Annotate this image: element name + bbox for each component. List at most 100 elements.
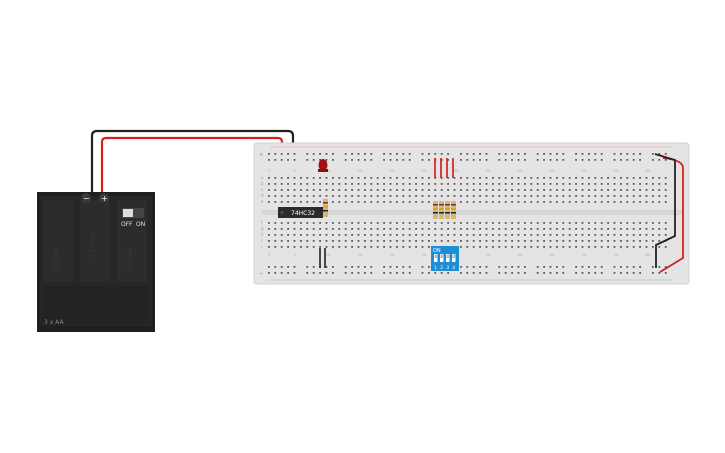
breadboard-hole[interactable] — [581, 189, 584, 191]
breadboard-hole[interactable] — [319, 183, 321, 185]
rail-hole[interactable] — [594, 266, 597, 268]
rail-hole[interactable] — [364, 272, 366, 274]
breadboard-hole[interactable] — [428, 246, 430, 248]
breadboard-hole[interactable] — [626, 189, 629, 191]
breadboard-hole[interactable] — [658, 222, 661, 224]
breadboard-hole[interactable] — [658, 183, 661, 185]
rail-hole[interactable] — [389, 159, 392, 161]
led[interactable] — [318, 159, 328, 172]
breadboard-hole[interactable] — [485, 246, 488, 248]
breadboard-hole[interactable] — [447, 228, 449, 230]
breadboard-hole[interactable] — [600, 246, 603, 248]
rail-hole[interactable] — [396, 159, 398, 161]
breadboard-hole[interactable] — [472, 246, 475, 248]
breadboard-hole[interactable] — [300, 183, 302, 185]
rail-hole[interactable] — [498, 153, 501, 155]
breadboard-hole[interactable] — [280, 177, 283, 179]
rail-hole[interactable] — [472, 266, 475, 268]
resistor[interactable] — [451, 201, 456, 219]
battery-power-switch[interactable] — [122, 208, 144, 218]
breadboard-hole[interactable] — [338, 234, 341, 236]
breadboard-hole[interactable] — [652, 228, 654, 230]
rail-hole[interactable] — [440, 272, 443, 274]
breadboard-hole[interactable] — [536, 201, 539, 203]
breadboard-hole[interactable] — [620, 234, 622, 236]
rail-hole[interactable] — [479, 153, 481, 155]
breadboard-hole[interactable] — [613, 177, 616, 179]
breadboard-hole[interactable] — [504, 201, 507, 203]
breadboard-hole[interactable] — [504, 240, 507, 242]
rail-hole[interactable] — [396, 153, 398, 155]
breadboard-hole[interactable] — [415, 228, 417, 230]
breadboard-hole[interactable] — [428, 240, 430, 242]
breadboard-hole[interactable] — [504, 228, 507, 230]
breadboard-hole[interactable] — [652, 183, 654, 185]
rail-hole[interactable] — [594, 159, 597, 161]
breadboard-hole[interactable] — [498, 246, 501, 248]
breadboard-hole[interactable] — [620, 195, 622, 197]
breadboard-hole[interactable] — [351, 246, 353, 248]
breadboard-hole[interactable] — [370, 222, 373, 224]
breadboard-hole[interactable] — [434, 234, 437, 236]
breadboard-hole[interactable] — [639, 201, 641, 203]
rail-hole[interactable] — [293, 272, 296, 274]
rail-hole[interactable] — [351, 266, 353, 268]
breadboard-hole[interactable] — [556, 195, 558, 197]
breadboard-hole[interactable] — [639, 195, 641, 197]
breadboard-hole[interactable] — [428, 222, 430, 224]
breadboard-hole[interactable] — [376, 201, 379, 203]
breadboard-hole[interactable] — [511, 234, 513, 236]
breadboard-hole[interactable] — [364, 201, 366, 203]
breadboard-hole[interactable] — [652, 177, 654, 179]
rail-hole[interactable] — [312, 266, 315, 268]
breadboard-hole[interactable] — [568, 222, 571, 224]
breadboard-hole[interactable] — [549, 177, 552, 179]
rail-hole[interactable] — [620, 153, 622, 155]
breadboard-hole[interactable] — [396, 195, 398, 197]
breadboard-hole[interactable] — [472, 222, 475, 224]
breadboard-hole[interactable] — [396, 222, 398, 224]
breadboard-hole[interactable] — [268, 183, 270, 185]
breadboard-hole[interactable] — [428, 195, 430, 197]
breadboard-hole[interactable] — [575, 222, 577, 224]
breadboard-hole[interactable] — [639, 189, 641, 191]
rail-hole[interactable] — [332, 153, 334, 155]
breadboard-hole[interactable] — [498, 177, 501, 179]
breadboard-hole[interactable] — [652, 234, 654, 236]
rail-hole[interactable] — [312, 272, 315, 274]
resistor[interactable] — [439, 201, 444, 219]
breadboard-hole[interactable] — [332, 240, 334, 242]
breadboard-hole[interactable] — [421, 222, 424, 224]
breadboard-hole[interactable] — [626, 183, 629, 185]
breadboard-hole[interactable] — [588, 222, 590, 224]
breadboard-hole[interactable] — [664, 234, 667, 236]
breadboard-hole[interactable] — [370, 240, 373, 242]
rail-hole[interactable] — [652, 266, 654, 268]
rail-hole[interactable] — [517, 272, 520, 274]
breadboard-hole[interactable] — [600, 240, 603, 242]
breadboard-hole[interactable] — [581, 183, 584, 185]
breadboard-hole[interactable] — [351, 201, 353, 203]
breadboard-hole[interactable] — [543, 246, 545, 248]
breadboard-hole[interactable] — [268, 195, 270, 197]
breadboard-hole[interactable] — [332, 195, 334, 197]
breadboard-hole[interactable] — [389, 189, 392, 191]
rail-hole[interactable] — [504, 266, 507, 268]
breadboard-hole[interactable] — [498, 201, 501, 203]
breadboard-hole[interactable] — [652, 222, 654, 224]
rail-hole[interactable] — [466, 153, 469, 155]
breadboard-hole[interactable] — [607, 240, 609, 242]
breadboard-hole[interactable] — [408, 234, 411, 236]
breadboard-hole[interactable] — [549, 183, 552, 185]
breadboard-hole[interactable] — [370, 201, 373, 203]
breadboard-hole[interactable] — [306, 201, 309, 203]
breadboard-hole[interactable] — [344, 234, 347, 236]
breadboard-hole[interactable] — [498, 234, 501, 236]
rail-hole[interactable] — [428, 272, 430, 274]
breadboard-hole[interactable] — [607, 201, 609, 203]
breadboard-hole[interactable] — [658, 195, 661, 197]
breadboard-hole[interactable] — [664, 201, 667, 203]
breadboard-hole[interactable] — [472, 228, 475, 230]
rail-hole[interactable] — [364, 153, 366, 155]
breadboard-hole[interactable] — [306, 177, 309, 179]
